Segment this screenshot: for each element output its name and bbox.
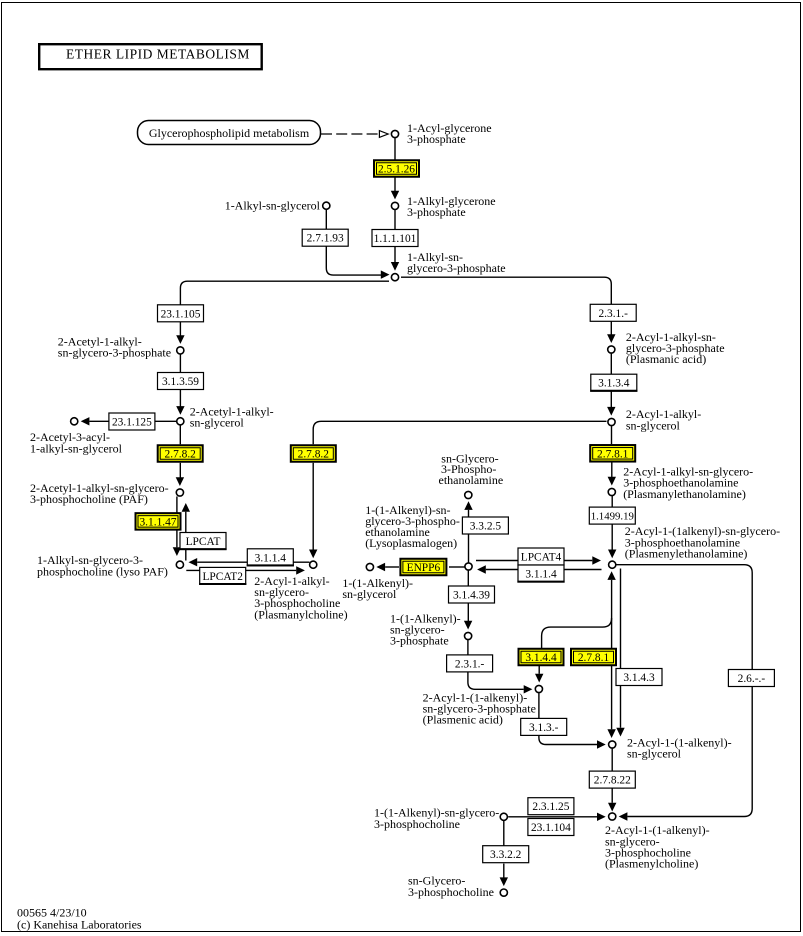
svg-text:3-phosphoethanolamine: 3-phosphoethanolamine (623, 476, 738, 490)
svg-text:3-phosphate: 3-phosphate (390, 634, 449, 648)
svg-text:1-alkyl-sn-glycerol: 1-alkyl-sn-glycerol (30, 441, 123, 455)
svg-text:1-Acyl-glycerone: 1-Acyl-glycerone (407, 121, 492, 135)
svg-text:3-phosphocholine: 3-phosphocholine (374, 817, 460, 831)
svg-text:3.3.2.5: 3.3.2.5 (470, 521, 502, 533)
svg-text:2-Acetyl-3-acyl-: 2-Acetyl-3-acyl- (30, 430, 110, 444)
svg-text:(Plasmanylethanolamine): (Plasmanylethanolamine) (623, 487, 746, 501)
svg-text:3.1.4.3: 3.1.4.3 (623, 672, 655, 684)
svg-text:3.1.1.47: 3.1.1.47 (139, 516, 176, 528)
svg-text:(Plasmenic acid): (Plasmenic acid) (423, 713, 503, 727)
svg-text:2-Acyl-1-(1-alkenyl)-: 2-Acyl-1-(1-alkenyl)- (627, 735, 732, 749)
svg-text:1.1.1.101: 1.1.1.101 (374, 233, 417, 245)
svg-text:ethanolamine: ethanolamine (365, 525, 430, 539)
svg-text:phosphocholine (lyso PAF): phosphocholine (lyso PAF) (37, 564, 168, 578)
svg-text:sn-glycero-: sn-glycero- (254, 585, 309, 599)
svg-text:1-(1-Alkenyl)-sn-: 1-(1-Alkenyl)-sn- (365, 503, 450, 517)
svg-text:3.1.4.39: 3.1.4.39 (453, 590, 490, 602)
svg-text:sn-glycero-3-phosphate: sn-glycero-3-phosphate (423, 702, 536, 716)
svg-text:3.1.3.59: 3.1.3.59 (162, 376, 199, 388)
svg-text:2.6.-.-: 2.6.-.- (738, 673, 766, 685)
svg-text:2-Acyl-1-(1alkenyl)-sn-glycero: 2-Acyl-1-(1alkenyl)-sn-glycero- (625, 524, 780, 538)
svg-text:3-phosphoethanolamine: 3-phosphoethanolamine (625, 535, 740, 549)
svg-text:LPCAT2: LPCAT2 (202, 571, 243, 583)
svg-text:2-Acyl-1-(1-alkenyl)-: 2-Acyl-1-(1-alkenyl)- (423, 691, 528, 705)
svg-text:2.7.8.2: 2.7.8.2 (165, 449, 197, 461)
svg-text:2-Acyl-1-alkyl-sn-: 2-Acyl-1-alkyl-sn- (626, 330, 716, 344)
svg-text:sn-glycerol: sn-glycerol (190, 416, 245, 430)
svg-text:2-Acyl-1-alkyl-: 2-Acyl-1-alkyl- (254, 574, 329, 588)
svg-text:glycero-3-phospho-: glycero-3-phospho- (365, 514, 460, 528)
svg-text:2.7.8.2: 2.7.8.2 (298, 449, 330, 461)
svg-text:2-Acyl-1-alkyl-: 2-Acyl-1-alkyl- (626, 407, 701, 421)
svg-text:sn-glycerol: sn-glycerol (626, 418, 681, 432)
svg-text:(Plasmenylcholine): (Plasmenylcholine) (605, 857, 698, 871)
svg-text:1.1499.19: 1.1499.19 (591, 511, 634, 523)
svg-text:(Plasmenylethanolamine): (Plasmenylethanolamine) (625, 546, 748, 560)
svg-text:glycero-3-phosphate: glycero-3-phosphate (407, 261, 506, 275)
svg-text:23.1.125: 23.1.125 (112, 417, 152, 429)
svg-text:2.3.1.-: 2.3.1.- (598, 308, 628, 320)
svg-text:2.7.1.93: 2.7.1.93 (307, 233, 344, 245)
svg-text:glycero-3-phosphate: glycero-3-phosphate (626, 341, 725, 355)
svg-text:1-Alkyl-glycerone: 1-Alkyl-glycerone (407, 194, 496, 208)
svg-text:2-Acetyl-1-alkyl-: 2-Acetyl-1-alkyl- (58, 334, 142, 348)
svg-text:sn-glycero-3-phosphate: sn-glycero-3-phosphate (58, 346, 171, 360)
svg-text:3-phosphate: 3-phosphate (407, 205, 466, 219)
svg-text:sn-glycerol: sn-glycerol (627, 747, 682, 761)
svg-text:3-phosphocholine: 3-phosphocholine (605, 845, 691, 859)
svg-text:2.7.8.22: 2.7.8.22 (594, 775, 631, 787)
svg-text:1-(1-Alkenyl)-: 1-(1-Alkenyl)- (342, 576, 413, 590)
svg-text:2-Acyl-1-(1-alkenyl)-: 2-Acyl-1-(1-alkenyl)- (605, 823, 710, 837)
svg-text:2-Acyl-1-alkyl-sn-glycero-: 2-Acyl-1-alkyl-sn-glycero- (623, 465, 753, 479)
svg-text:sn-glycerol: sn-glycerol (342, 587, 397, 601)
svg-text:2.7.8.1: 2.7.8.1 (578, 652, 610, 664)
svg-text:3-Phospho-: 3-Phospho- (441, 462, 496, 476)
svg-text:3.1.3.-: 3.1.3.- (529, 722, 559, 734)
svg-text:(Plasmanylcholine): (Plasmanylcholine) (254, 607, 347, 621)
svg-text:1-(1-Alkenyl)-: 1-(1-Alkenyl)- (390, 611, 461, 625)
svg-text:sn-Glycero-: sn-Glycero- (441, 451, 498, 465)
svg-text:23.1.105: 23.1.105 (161, 308, 201, 320)
svg-text:sn-glycero-: sn-glycero- (605, 834, 660, 848)
svg-text:2.3.1.-: 2.3.1.- (455, 658, 485, 670)
svg-text:2-Acetyl-1-alkyl-sn-glycero-: 2-Acetyl-1-alkyl-sn-glycero- (30, 481, 169, 495)
svg-text:Glycerophospholipid metabolism: Glycerophospholipid metabolism (149, 126, 310, 140)
svg-text:00565 4/23/10: 00565 4/23/10 (17, 905, 87, 919)
svg-text:LPCAT4: LPCAT4 (521, 552, 562, 564)
svg-text:2.7.8.1: 2.7.8.1 (597, 448, 629, 460)
svg-text:(Plasmanic acid): (Plasmanic acid) (626, 352, 706, 366)
svg-text:sn-glycero-: sn-glycero- (390, 622, 445, 636)
svg-text:2.5.1.26: 2.5.1.26 (378, 164, 415, 176)
svg-text:ENPP6: ENPP6 (407, 562, 441, 574)
svg-text:(c) Kanehisa Laboratories: (c) Kanehisa Laboratories (17, 917, 142, 931)
svg-text:3.3.2.2: 3.3.2.2 (490, 849, 522, 861)
svg-text:ethanolamine: ethanolamine (439, 473, 504, 487)
svg-text:1-Alkyl-sn-glycerol: 1-Alkyl-sn-glycerol (225, 199, 321, 213)
svg-text:23.1.104: 23.1.104 (531, 822, 571, 834)
svg-text:sn-Glycero-: sn-Glycero- (408, 874, 465, 888)
svg-text:3-phosphocholine (PAF): 3-phosphocholine (PAF) (30, 492, 148, 506)
svg-text:2-Acetyl-1-alkyl-: 2-Acetyl-1-alkyl- (190, 404, 274, 418)
svg-text:1-Alkyl-sn-: 1-Alkyl-sn- (407, 250, 463, 264)
svg-text:3.1.4.4: 3.1.4.4 (525, 652, 557, 664)
svg-text:1-Alkyl-sn-glycero-3-: 1-Alkyl-sn-glycero-3- (37, 553, 143, 567)
svg-text:3-phosphocholine: 3-phosphocholine (254, 596, 340, 610)
svg-text:3.1.1.4: 3.1.1.4 (525, 569, 557, 581)
svg-text:ETHER LIPID METABOLISM: ETHER LIPID METABOLISM (66, 47, 250, 62)
svg-text:1-(1-Alkenyl)-sn-glycero-: 1-(1-Alkenyl)-sn-glycero- (374, 806, 499, 820)
svg-text:(Lysoplasmalogen): (Lysoplasmalogen) (365, 536, 457, 550)
svg-text:2.3.1.25: 2.3.1.25 (532, 801, 569, 813)
svg-text:3-phosphate: 3-phosphate (407, 132, 466, 146)
svg-text:3.1.3.4: 3.1.3.4 (598, 378, 630, 390)
svg-text:3.1.1.4: 3.1.1.4 (255, 552, 287, 564)
svg-text:LPCAT: LPCAT (186, 536, 221, 548)
svg-text:3-phosphocholine: 3-phosphocholine (408, 885, 494, 899)
